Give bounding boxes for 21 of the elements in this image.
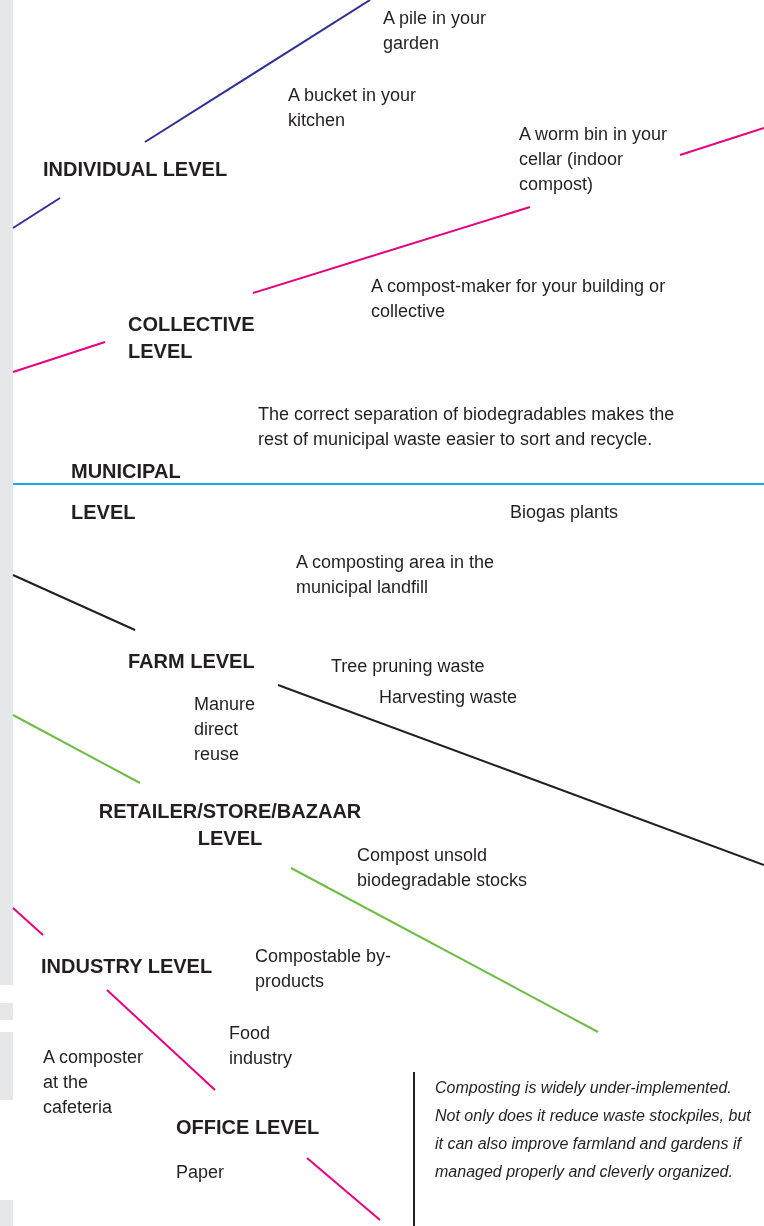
level-heading: OFFICE LEVEL <box>176 1115 321 1140</box>
by-products-text: Compostable by-products <box>255 945 393 993</box>
compost-maker-text: A compost-maker for your building or collective <box>371 275 667 323</box>
note-paragraph: Composting is widely under-implemented. Not only does it reduce waste stockpiles, but it can also improve farmland and gardens if managed properly and cleverly organized. <box>435 1078 752 1182</box>
kitchen-bucket-text: A bucket in your kitchen <box>288 84 418 132</box>
level-heading: INDIVIDUAL LEVEL <box>43 157 229 182</box>
manure-text: Manure direct reuse <box>194 693 257 766</box>
level-heading: MUNICIPAL LEVEL <box>71 459 182 525</box>
tree-pruning-text: Tree pruning waste <box>331 655 486 678</box>
harvesting-text: Harvesting waste <box>379 686 519 709</box>
cafeteria-composter-text: A composter at the cafeteria <box>43 1046 145 1119</box>
paper-text: Paper <box>176 1161 226 1184</box>
garden-pile-text: A pile in your garden <box>383 7 488 55</box>
level-heading: FARM LEVEL <box>128 649 256 674</box>
worm-bin-text: A worm bin in your cellar (indoor compost) <box>519 123 669 196</box>
biogas-text: Biogas plants <box>510 501 620 524</box>
separation-note: The correct separation of biodegradables makes the rest of municipal waste easier to sort and recycle. <box>258 403 676 451</box>
composting-area-text: A composting area in the municipal landfill <box>296 551 496 599</box>
food-industry-text: Food industry <box>229 1022 294 1070</box>
level-heading: COLLECTIVE LEVEL <box>128 312 256 364</box>
level-heading: INDUSTRY LEVEL <box>41 954 214 979</box>
